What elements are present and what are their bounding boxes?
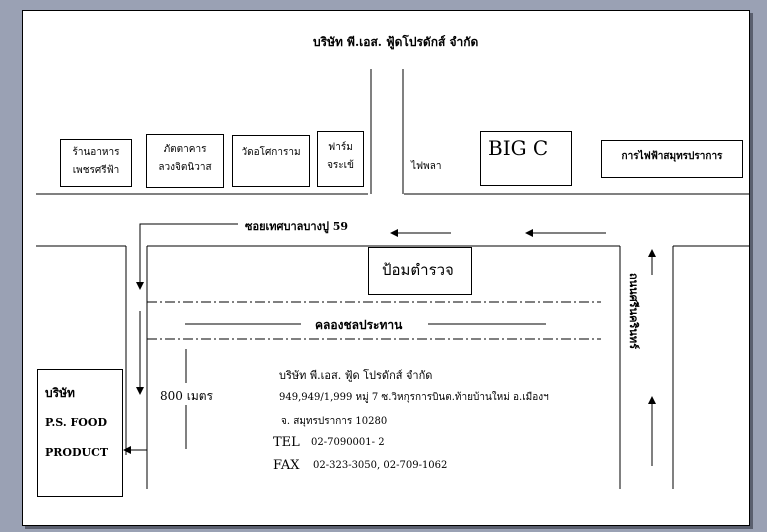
map-sheet: บริษัท พี.เอส. ฟู้ดโปรดักส์ จำกัด ร้านอา… [22,10,750,526]
landmark-big-c-label: BIG C [488,136,549,160]
canal-label: คลองชลประทาน [315,318,403,332]
company-title: บริษัท พี.เอส. ฟู้ดโปรดักส์ จำกัด [313,35,479,49]
tel-label: TEL [273,435,300,450]
landmark-restaurant-line1: ร้านอาหาร [72,147,120,158]
landmark-farm: ฟาร์ม จระเข้ [317,131,364,187]
road-lines [36,69,749,489]
company-box-line2: P.S. FOOD [45,416,108,429]
address-city: จ. สมุทรปราการ 10280 [281,416,388,427]
address-name: บริษัท พี.เอส. ฟู้ด โปรดักส์ จำกัด [279,369,433,382]
company-box-line3: PRODUCT [45,446,109,459]
landmark-big-c: BIG C [480,131,572,186]
main-road-label: ถนนศรีนครินทร์ [627,273,640,350]
landmark-restaurant-line2: เพชรศรีฟ้า [72,165,120,176]
company-location-box: บริษัท P.S. FOOD PRODUCT [37,369,123,497]
landmark-electricity: การไฟฟ้าสมุทรปราการ [601,140,743,178]
fax-number: 02-323-3050, 02-709-1062 [313,460,448,471]
landmark-marriage-hall-line1: ภัตตาคาร [163,144,207,155]
landmark-electricity-label: การไฟฟ้าสมุทรปราการ [621,151,723,162]
landmark-farm-line1: ฟาร์ม [328,142,353,153]
address-street: 949,949/1,999 หมู่ 7 ซ.วิหกุรการบินต.ท้า… [279,392,549,403]
landmark-marriage-hall: ภัตตาคาร ลวงจิตนิวาส [146,134,224,188]
landmark-police-box: ป้อมตำรวจ [368,247,472,295]
landmark-temple-label: วัดอโศการาม [241,147,301,158]
soi-label: ซอยเทศบาลบางปู 59 [245,220,349,233]
tel-number: 02-7090001- 2 [311,437,385,448]
landmark-marriage-hall-line2: ลวงจิตนิวาส [158,162,212,173]
landmark-police-box-label: ป้อมตำรวจ [382,261,454,279]
company-box-line1: บริษัท [45,386,75,400]
landmark-farm-line2: จระเข้ [327,160,354,171]
landmark-plaza: ไฟพลา [411,161,442,172]
landmark-temple: วัดอโศการาม [232,135,310,187]
distance-label: 800 เมตร [160,389,213,403]
fax-label: FAX [273,458,300,473]
landmark-restaurant: ร้านอาหาร เพชรศรีฟ้า [60,139,132,187]
